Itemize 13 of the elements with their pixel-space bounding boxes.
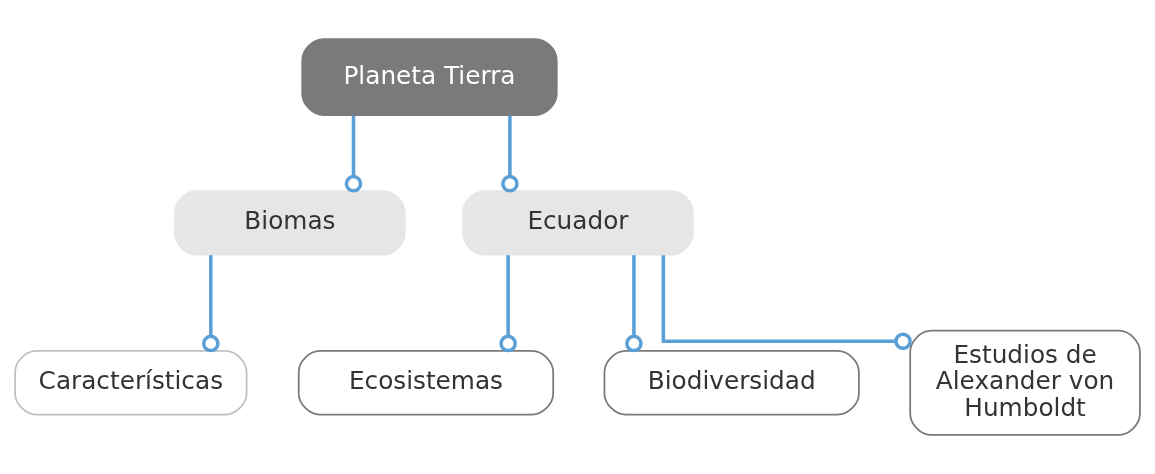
connector <box>201 255 220 353</box>
node-box: Ecosistemas <box>297 350 555 416</box>
connector <box>625 255 643 353</box>
connector <box>344 115 363 193</box>
node-box: Estudios de Alexander von Humboldt <box>909 329 1141 436</box>
connector <box>661 255 912 351</box>
node-box: Ecuador <box>462 190 694 256</box>
node-box: Planeta Tierra <box>301 38 558 116</box>
connector <box>499 255 517 353</box>
node-box: Biodiversidad <box>603 350 860 416</box>
node-box: Características <box>14 350 248 416</box>
node-box: Biomas <box>174 190 406 256</box>
connector <box>501 115 519 193</box>
